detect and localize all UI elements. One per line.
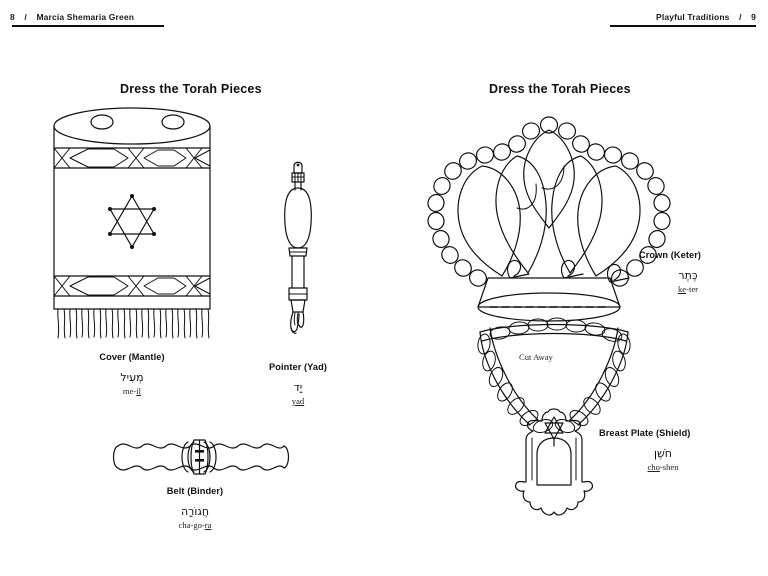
caption-label-translit: cho-shen xyxy=(647,462,679,472)
right-head-separator: / xyxy=(739,12,742,22)
caption-pointer-yad: Pointer (Yad) יָד yad xyxy=(222,362,374,406)
caption-label-he: מְעִיל xyxy=(120,371,144,384)
caption-label-en: Belt (Binder) xyxy=(166,486,224,496)
right-page-number: 9 xyxy=(751,12,756,22)
left-page-number: 8 xyxy=(10,12,15,22)
header-rule-left xyxy=(12,25,164,27)
caption-label-en: Pointer (Yad) xyxy=(269,362,327,372)
breast-plate-shield-illustration xyxy=(477,317,631,516)
caption-label-en: Breast Plate (Shield) xyxy=(599,428,691,438)
left-head-separator: / xyxy=(24,12,27,22)
caption-label-he: חֹשֶׁן xyxy=(654,447,672,460)
caption-label-translit: cha-go-ra xyxy=(178,520,212,530)
caption-label-en: Cover (Mantle) xyxy=(99,352,165,362)
right-page: Dress the Torah Pieces xyxy=(384,0,768,576)
caption-label-translit: yad xyxy=(291,396,305,406)
left-page: Dress the Torah Pieces xyxy=(46,82,374,530)
cut-away-label: Cut Away xyxy=(519,352,553,362)
yad-pointer-illustration xyxy=(284,161,312,334)
caption-label-en: Crown (Keter) xyxy=(639,250,702,260)
caption-label-translit: ke-ter xyxy=(677,284,699,294)
running-head-left: 8 / Marcia Shemaria Green xyxy=(10,12,134,22)
caption-label-he: יָד xyxy=(293,381,303,394)
crown-keter-illustration xyxy=(427,116,671,322)
belt-binder-illustration xyxy=(112,439,290,475)
caption-crown-keter: Crown (Keter) כֶּתֶר ke-ter xyxy=(639,250,767,294)
caption-label-he: כֶּתֶר xyxy=(678,269,698,282)
header-rule-right xyxy=(610,25,756,27)
left-page-title: Dress the Torah Pieces xyxy=(120,82,262,96)
torah-mantle-illustration xyxy=(53,107,211,339)
caption-label-he: חֲגוֹרָה xyxy=(180,505,210,518)
caption-label-translit: me-il xyxy=(122,386,142,396)
right-head-title: Playful Traditions xyxy=(656,12,730,22)
left-head-title: Marcia Shemaria Green xyxy=(36,12,135,22)
caption-belt-binder: Belt (Binder) חֲגוֹרָה cha-go-ra xyxy=(120,486,270,530)
right-page-title: Dress the Torah Pieces xyxy=(489,82,631,96)
caption-cover-mantle: Cover (Mantle) מְעִיל me-il xyxy=(46,352,218,396)
caption-breast-plate: Breast Plate (Shield) חֹשֶׁן cho-shen xyxy=(599,428,768,472)
running-head-right: Playful Traditions / 9 xyxy=(656,12,756,22)
